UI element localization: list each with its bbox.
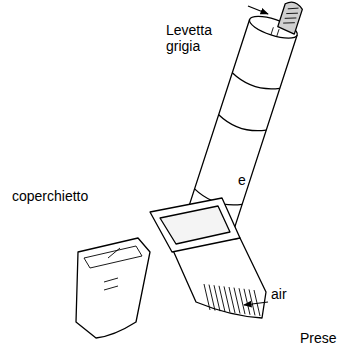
air-grill-line xyxy=(234,288,240,314)
air-grill-line xyxy=(214,285,220,311)
part-label: Levetta grigia xyxy=(166,22,236,54)
mouthpiece xyxy=(150,198,266,318)
mouthpiece-cover xyxy=(76,238,150,338)
air-grill-line xyxy=(229,287,235,313)
air-grill-line xyxy=(219,286,225,312)
flow-label: air xyxy=(271,286,287,302)
air-grill-line xyxy=(244,289,250,315)
air-arrow xyxy=(244,302,268,305)
air-grill-line xyxy=(239,288,245,314)
air-grill-line xyxy=(209,285,215,311)
air-grill-line xyxy=(249,289,255,315)
air-grill-line xyxy=(224,286,230,312)
air-grill-line xyxy=(204,284,210,310)
stray-letter: e xyxy=(238,172,246,188)
part-label: Prese xyxy=(300,330,337,346)
part-label: coperchietto xyxy=(12,188,88,204)
lever-arrow xyxy=(248,6,268,14)
grey-lever xyxy=(277,0,303,34)
